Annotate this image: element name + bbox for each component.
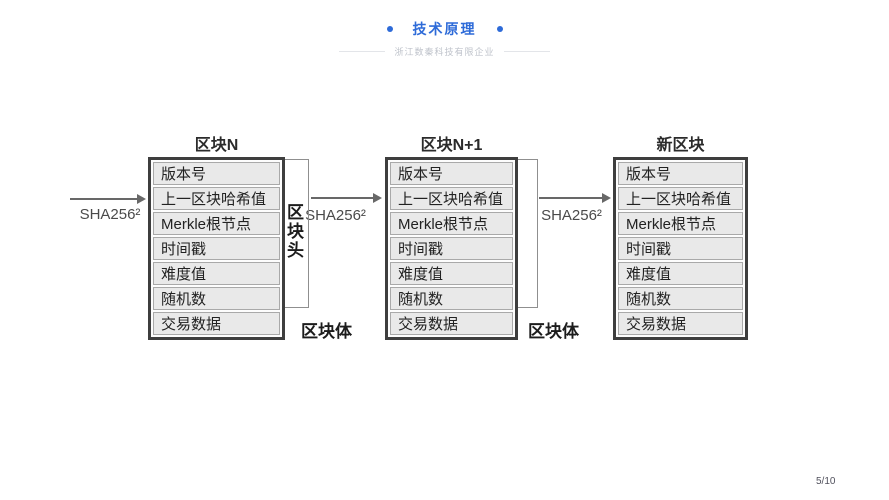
block-n1-title: 区块N+1: [420, 137, 483, 154]
sha256-label-3: SHA256²: [541, 207, 602, 224]
sha256-label-2: SHA256²: [305, 207, 366, 224]
new-block: 版本号 上一区块哈希值 Merkle根节点 时间戳 难度值 随机数 交易数据: [613, 157, 748, 340]
block-n1-row-tx-data: 交易数据: [390, 312, 513, 335]
block-n1-row-nonce: 随机数: [390, 287, 513, 310]
block-n1-row-difficulty: 难度值: [390, 262, 513, 285]
subtitle-right-divider: [503, 51, 550, 52]
block-n-title: 区块N: [194, 137, 239, 154]
block-n-row-timestamp: 时间戳: [153, 237, 280, 260]
sha256-arrow-into-block-n1: [311, 193, 382, 203]
new-block-row-merkle-root: Merkle根节点: [618, 212, 743, 235]
block-n1-row-timestamp: 时间戳: [390, 237, 513, 260]
sha256-label-1: SHA256²: [79, 206, 141, 223]
block-n1: 版本号 上一区块哈希值 Merkle根节点 时间戳 难度值 随机数 交易数据: [385, 157, 518, 340]
title-left-dot-icon: [386, 26, 393, 32]
new-block-row-tx-data: 交易数据: [618, 312, 743, 335]
new-block-title: 新区块: [656, 137, 705, 154]
new-block-row-difficulty: 难度值: [618, 262, 743, 285]
new-block-row-timestamp: 时间戳: [618, 237, 743, 260]
sha256-arrow-into-new-block: [539, 193, 611, 203]
block-n1-row-prev-hash: 上一区块哈希值: [390, 187, 513, 210]
block-n1-row-merkle-root: Merkle根节点: [390, 212, 513, 235]
company-subtitle: 浙江数秦科技有限企业: [394, 47, 495, 57]
block-n-body-label: 区块体: [301, 322, 352, 341]
subtitle-left-divider: [339, 51, 386, 52]
page-title: 技术原理: [412, 21, 477, 37]
new-block-row-nonce: 随机数: [618, 287, 743, 310]
block-n-row-prev-hash: 上一区块哈希值: [153, 187, 280, 210]
title-right-dot-icon: [496, 26, 503, 32]
block-n-row-difficulty: 难度值: [153, 262, 280, 285]
new-block-row-prev-hash: 上一区块哈希值: [618, 187, 743, 210]
page-indicator: 5/10: [816, 476, 836, 487]
block-n-header-bracket: [285, 159, 309, 308]
sha256-arrow-into-block-n: [70, 194, 146, 204]
block-n1-row-version: 版本号: [390, 162, 513, 185]
block-n1-header-bracket: [518, 159, 538, 308]
title-row: 技术原理: [0, 19, 889, 39]
block-n: 版本号 上一区块哈希值 Merkle根节点 时间戳 难度值 随机数 交易数据: [148, 157, 285, 340]
block-n-row-merkle-root: Merkle根节点: [153, 212, 280, 235]
block-n-row-tx-data: 交易数据: [153, 312, 280, 335]
block-n-row-nonce: 随机数: [153, 287, 280, 310]
block-header-label: 区块头: [284, 203, 303, 260]
slide-header: 技术原理 浙江数秦科技有限企业: [0, 0, 889, 58]
block-n-row-version: 版本号: [153, 162, 280, 185]
block-n1-body-label: 区块体: [528, 322, 579, 341]
new-block-row-version: 版本号: [618, 162, 743, 185]
subtitle-row: 浙江数秦科技有限企业: [0, 45, 889, 58]
